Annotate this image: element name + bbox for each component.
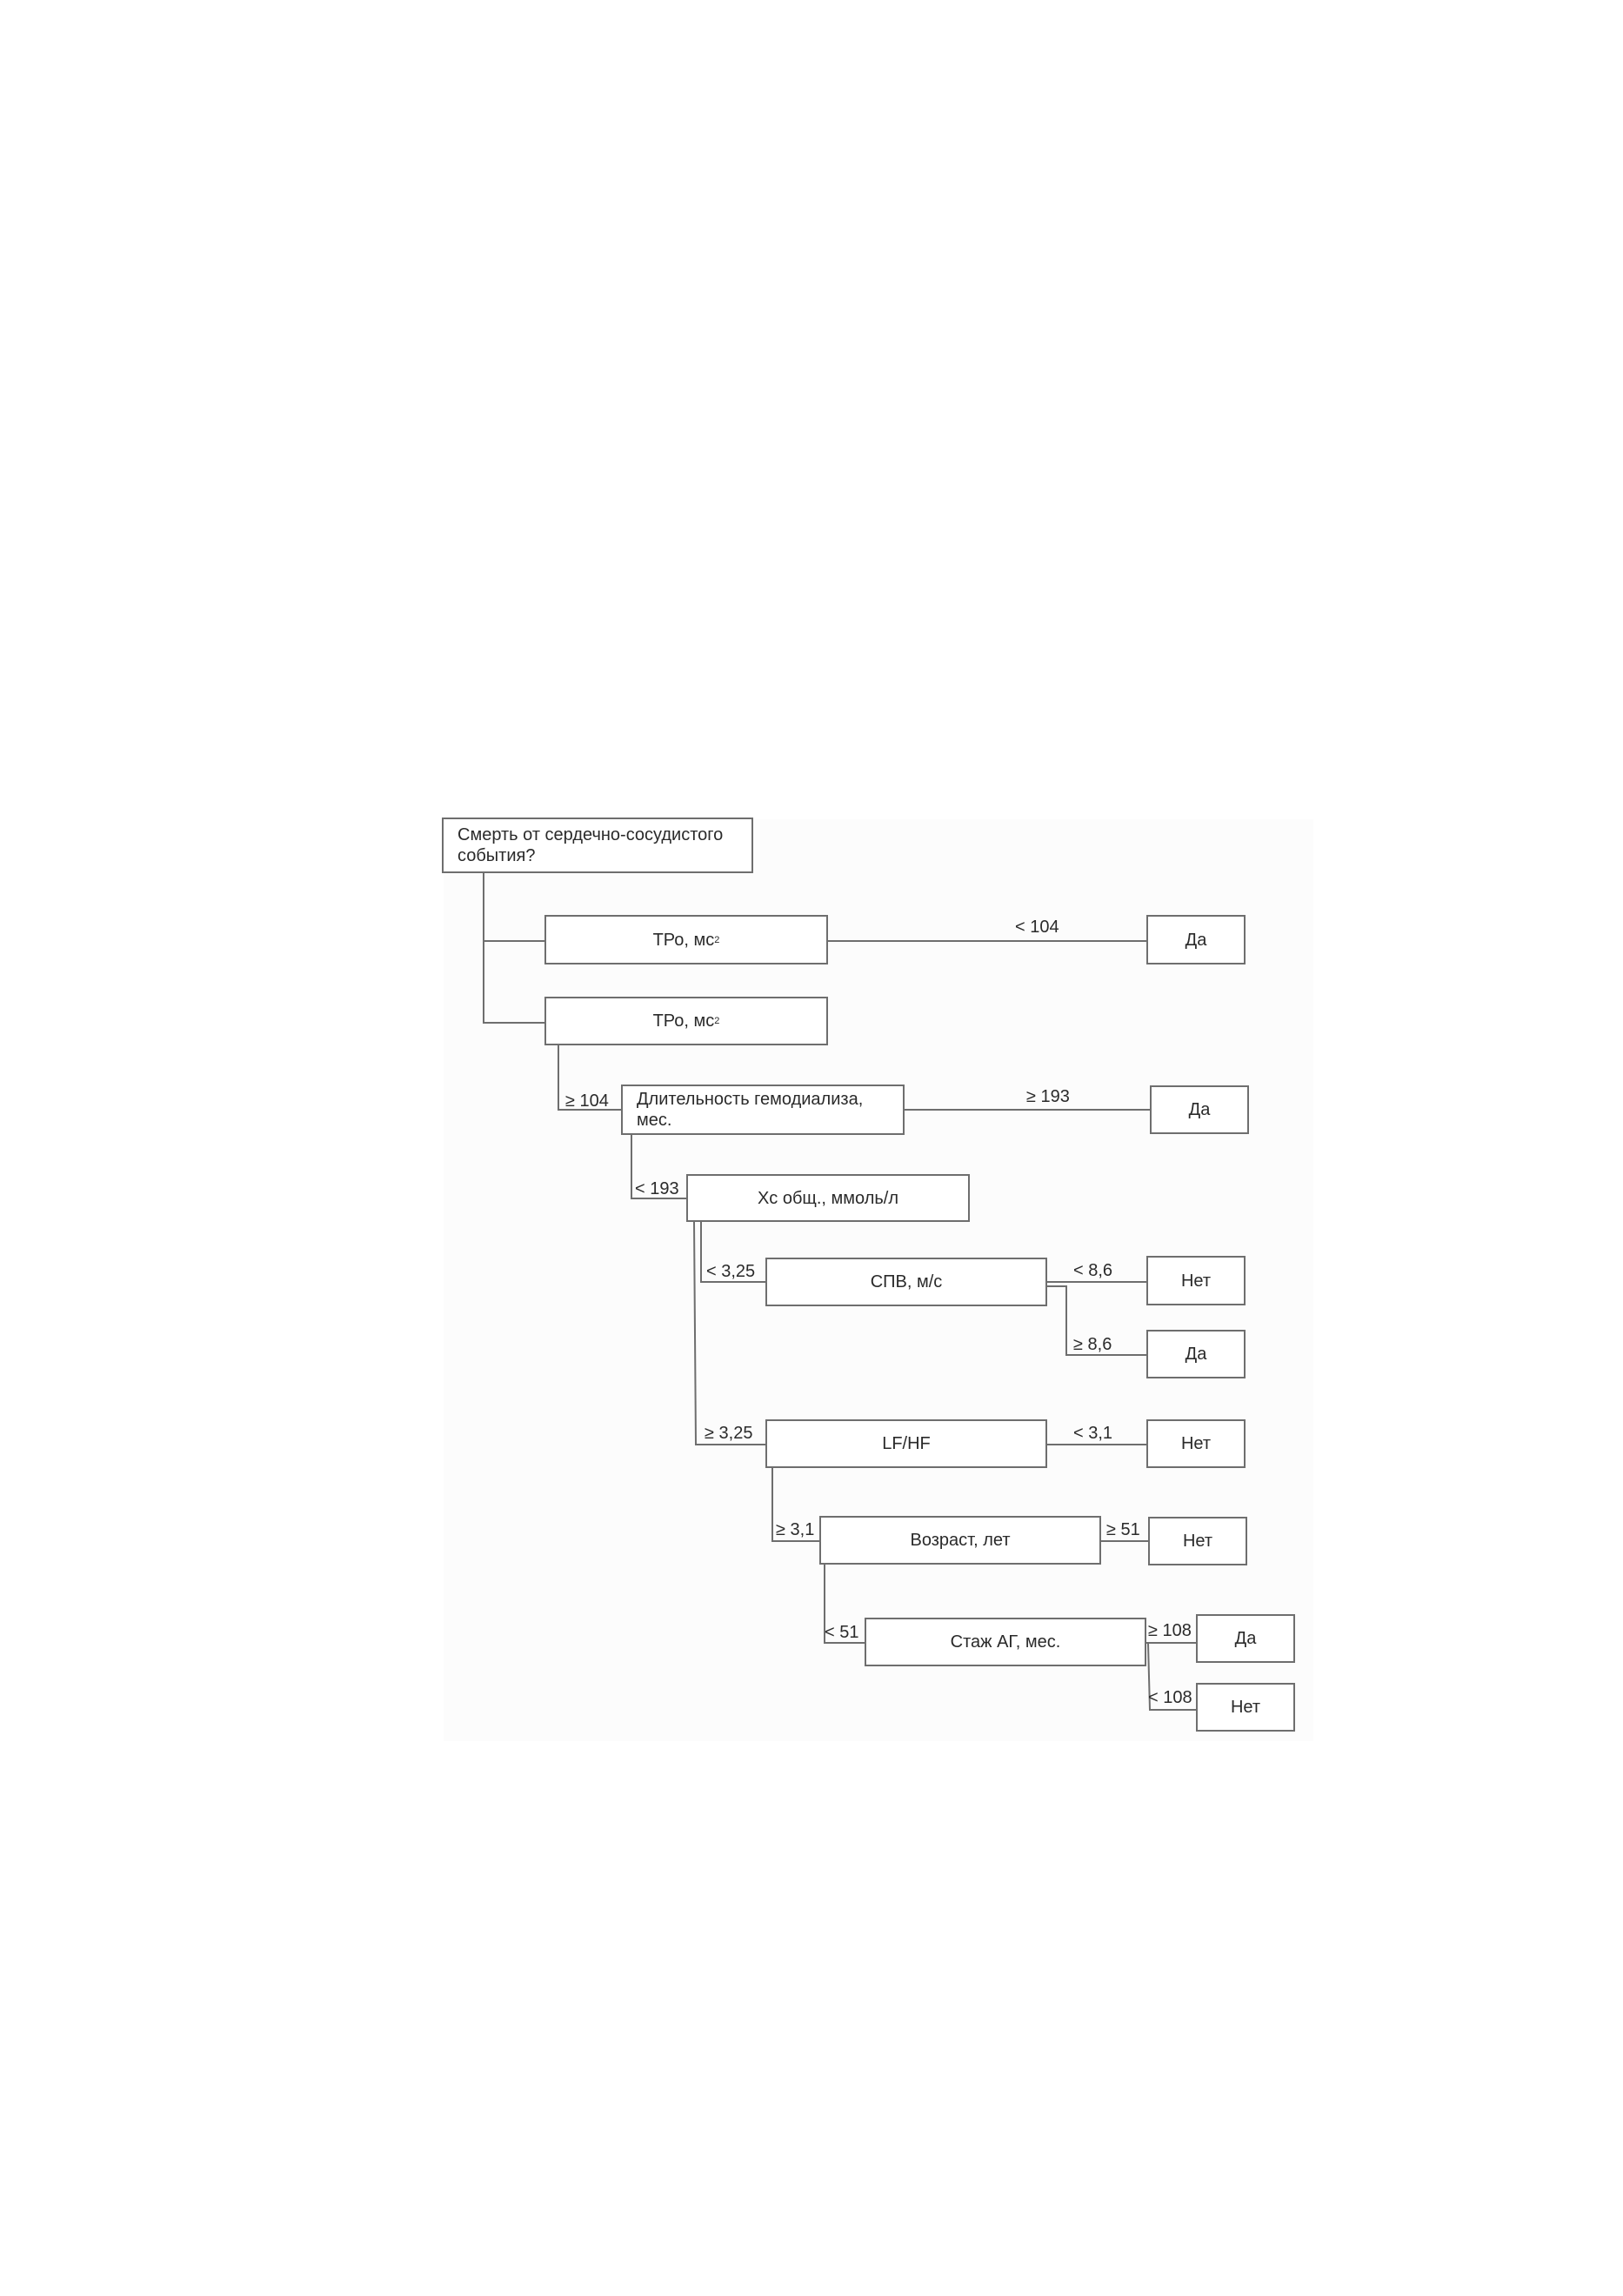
- connector-chol-lfhf: [693, 1221, 765, 1445]
- outcome-box: Да: [1146, 915, 1246, 964]
- edge-label-age-lt51: < 51: [825, 1623, 859, 1642]
- tro-node-1-label: ТРо, мс: [652, 930, 715, 950]
- edge-label-dialysis-ge193: ≥ 193: [1026, 1087, 1070, 1106]
- dialysis-node: Длительность гемодиализа, мес.: [621, 1085, 905, 1135]
- outcome-label: Нет: [1180, 1271, 1212, 1291]
- outcome-label: Нет: [1182, 1532, 1213, 1551]
- edge-label-ht-lt108: < 108: [1148, 1688, 1192, 1707]
- edge-label-tro-ge104: ≥ 104: [565, 1091, 609, 1111]
- connector-lfhf-age: [771, 1468, 819, 1542]
- pwv-node: СПВ, м/с: [765, 1258, 1047, 1306]
- outcome-label: Да: [1185, 1345, 1207, 1364]
- edge-label-tro-lt104: < 104: [1015, 918, 1059, 937]
- hypertension-duration-node: Стаж АГ, мес.: [865, 1618, 1146, 1666]
- edge-label-lfhf-lt31: < 3,1: [1073, 1424, 1113, 1443]
- edge-label-chol-ge325: ≥ 3,25: [705, 1424, 753, 1443]
- edge-label-dialysis-lt193: < 193: [635, 1179, 679, 1198]
- edge-label-pwv-lt86: < 8,6: [1073, 1261, 1113, 1280]
- edge-label-chol-lt325: < 3,25: [706, 1262, 756, 1281]
- dialysis-node-label: Длительность гемодиализа, мес.: [637, 1090, 864, 1130]
- edge-label-age-ge51: ≥ 51: [1106, 1520, 1140, 1539]
- age-node-label: Возраст, лет: [910, 1531, 1011, 1550]
- edge-label-pwv-ge86: ≥ 8,6: [1073, 1335, 1112, 1354]
- outcome-label: Да: [1234, 1629, 1257, 1648]
- outcome-label: Да: [1188, 1100, 1211, 1119]
- lfhf-node: LF/HF: [765, 1419, 1047, 1468]
- lfhf-node-label: LF/HF: [882, 1434, 931, 1453]
- root-question: Смерть от сердечно-сосудистого события?: [442, 818, 753, 873]
- connector-chol-pwv: [700, 1222, 765, 1283]
- outcome-box: Нет: [1146, 1256, 1246, 1305]
- outcome-box: Да: [1146, 1330, 1246, 1378]
- outcome-label: Нет: [1230, 1698, 1261, 1717]
- outcome-box: Нет: [1148, 1517, 1247, 1565]
- tro-node-2-label: ТРо, мс: [652, 1011, 715, 1031]
- cholesterol-node-label: Хс общ., ммоль/л: [757, 1188, 899, 1208]
- connector-dialysis-chol: [631, 1135, 686, 1199]
- edge-label-lfhf-ge31: ≥ 3,1: [776, 1520, 815, 1539]
- connector-tro2-dialysis: [558, 1045, 621, 1111]
- age-node: Возраст, лет: [819, 1516, 1101, 1565]
- connector-root-tro2: [483, 941, 544, 1024]
- outcome-box: Да: [1196, 1614, 1295, 1663]
- connector-root-tro1: [483, 873, 544, 942]
- cholesterol-node: Хс общ., ммоль/л: [686, 1174, 970, 1222]
- edge-label-ht-ge108: ≥ 108: [1148, 1621, 1192, 1640]
- connector-pwv-yes: [1047, 1285, 1146, 1356]
- connector-age-ht: [824, 1565, 865, 1644]
- outcome-label: Да: [1185, 930, 1207, 950]
- outcome-box: Нет: [1146, 1419, 1246, 1468]
- outcome-box: Да: [1150, 1085, 1249, 1134]
- hypertension-duration-node-label: Стаж АГ, мес.: [950, 1632, 1061, 1652]
- pwv-node-label: СПВ, м/с: [870, 1272, 943, 1292]
- connector-ht-no: [1147, 1642, 1196, 1711]
- outcome-box: Нет: [1196, 1683, 1295, 1732]
- root-question-text: Смерть от сердечно-сосудистого события?: [458, 825, 724, 865]
- outcome-label: Нет: [1180, 1434, 1212, 1453]
